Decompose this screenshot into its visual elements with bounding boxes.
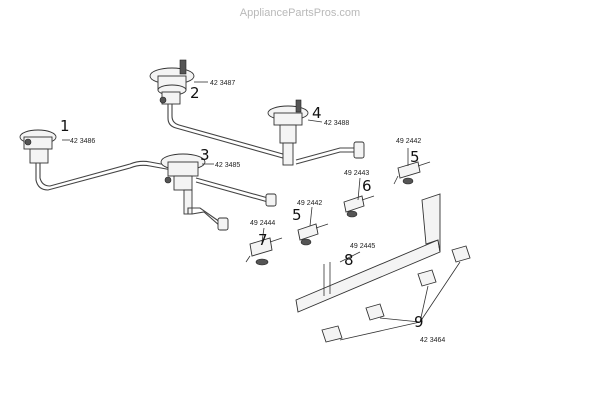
holder-7-drawing[interactable] <box>245 237 283 266</box>
holder-6-drawing[interactable] <box>343 195 375 218</box>
valve-2-drawing[interactable] <box>149 59 291 161</box>
bracket-8-drawing[interactable] <box>295 193 441 313</box>
holder-5a-drawing[interactable] <box>393 161 431 185</box>
part-number-42-3485: 42 3485 <box>215 162 240 169</box>
part-number-49-2443: 49 2443 <box>344 170 369 177</box>
callout-3: 3 <box>200 146 210 164</box>
part-number-49-2444: 49 2444 <box>250 220 275 227</box>
valve-3-drawing[interactable] <box>160 153 277 231</box>
part-number-42-3488: 42 3488 <box>324 120 349 127</box>
part-number-49-2442-a: 49 2442 <box>396 138 421 145</box>
callout-1: 1 <box>60 117 70 135</box>
callout-6: 6 <box>362 177 372 195</box>
part-number-42-3486: 42 3486 <box>70 138 95 145</box>
valve-1-drawing[interactable] <box>19 129 173 191</box>
callout-5a: 5 <box>410 148 420 166</box>
callout-4: 4 <box>312 104 322 122</box>
callout-9: 9 <box>414 313 424 331</box>
clips-9-drawing[interactable] <box>321 245 471 343</box>
part-number-42-3464: 42 3464 <box>420 337 445 344</box>
part-number-42-3487: 42 3487 <box>210 80 235 87</box>
callout-7: 7 <box>258 231 268 249</box>
valve-4-drawing[interactable] <box>267 99 365 166</box>
part-number-49-2442-b: 49 2442 <box>297 200 322 207</box>
leader-lines <box>62 81 409 263</box>
callout-8: 8 <box>344 251 354 269</box>
callout-2: 2 <box>190 84 200 102</box>
callout-5b: 5 <box>292 206 302 224</box>
holder-5b-drawing[interactable] <box>297 223 329 246</box>
part-number-49-2445: 49 2445 <box>350 243 375 250</box>
watermark-text: AppliancePartsPros.com <box>240 7 360 19</box>
